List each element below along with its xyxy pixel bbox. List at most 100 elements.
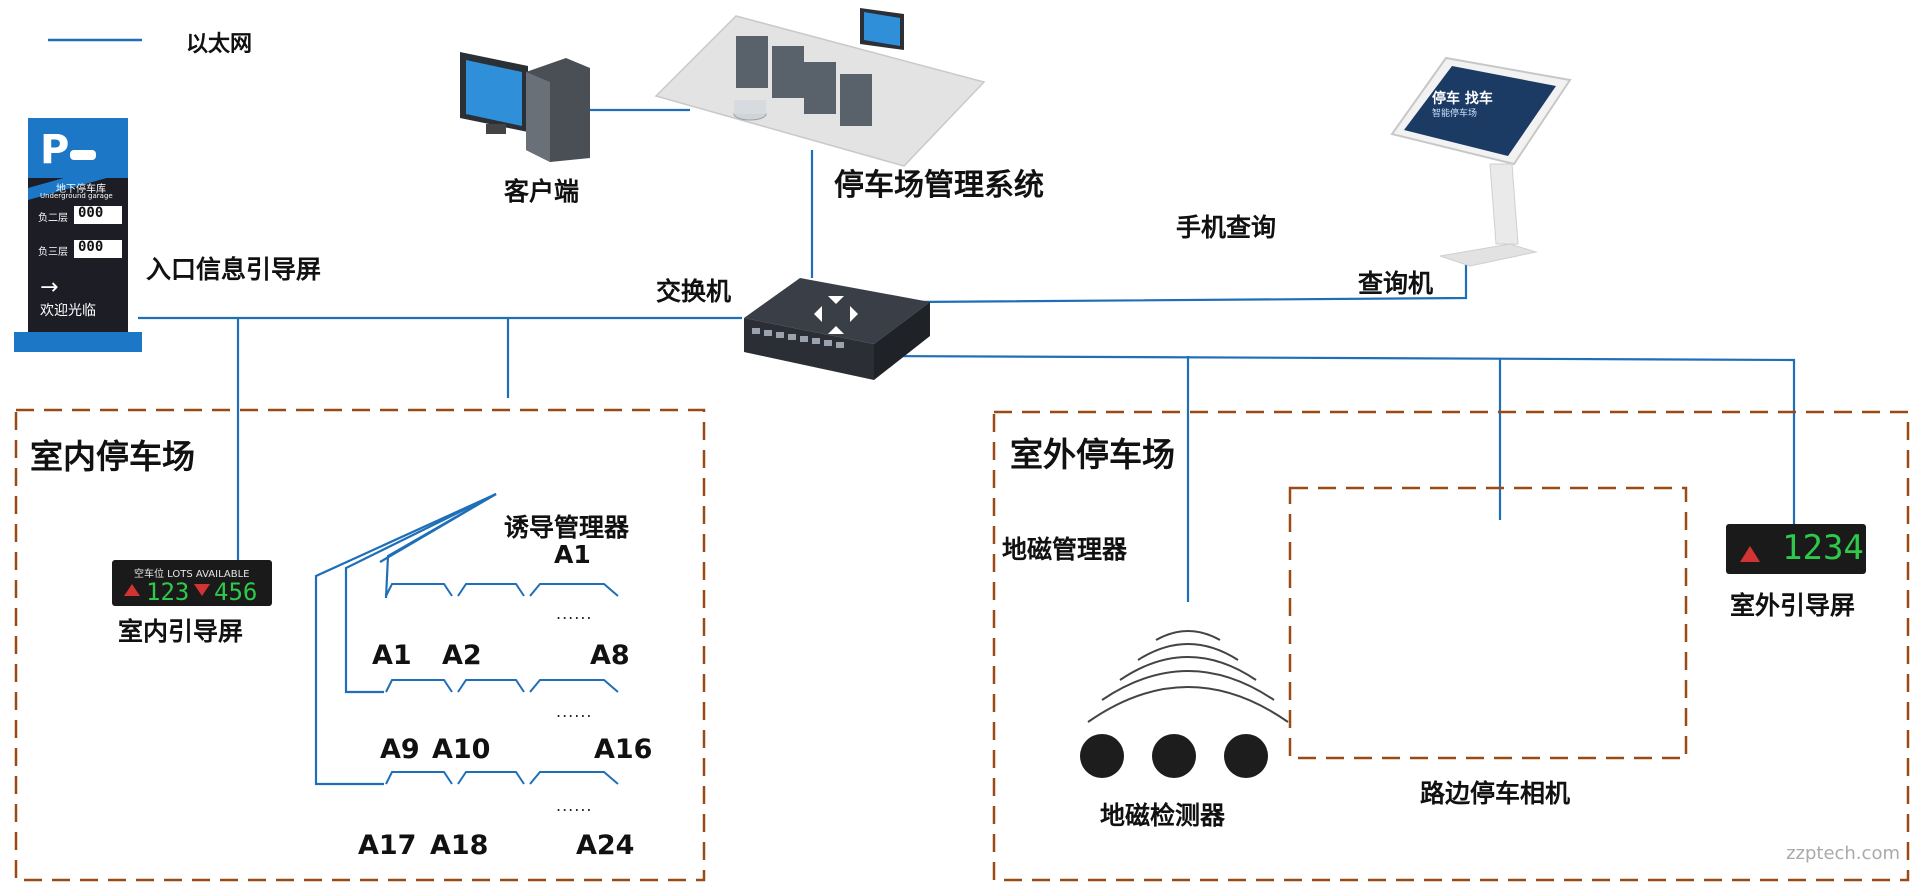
management-platform	[654, 8, 986, 167]
link-guidance-row2	[344, 493, 497, 694]
server-icon-3	[804, 62, 836, 114]
legend-ethernet-label: 以太网	[186, 32, 253, 57]
slot-label-a16: A16	[594, 734, 653, 765]
entry-sign-title-cn: 地下停车库	[56, 184, 106, 195]
slot-label-a1: A1	[372, 640, 412, 671]
entry-sign-p-symbol: P	[40, 127, 69, 173]
slot-outline-a8	[529, 583, 619, 597]
slot-outline-a1	[385, 583, 453, 597]
admin-monitor-screen	[864, 12, 900, 46]
outdoor-zone-border	[992, 410, 1910, 882]
slot-outline-a24	[529, 771, 619, 785]
switch-ports	[752, 328, 844, 348]
slot-label-a10: A10	[432, 734, 491, 765]
client-label: 客户端	[504, 177, 580, 206]
geomag-detector-icons	[1080, 734, 1268, 778]
floor-counter-2	[74, 240, 122, 258]
indoor-guide-value-2: 456	[214, 578, 258, 606]
switch-label: 交换机	[656, 277, 732, 306]
management-system-label: 停车场管理系统	[834, 168, 1044, 203]
arrow-down-icon	[194, 584, 210, 596]
server-rack-icons	[736, 36, 872, 126]
link-switch-outdoor-bus	[879, 354, 1796, 525]
monitor-screen	[466, 60, 522, 126]
roadside-camera-label: 路边停车相机	[1420, 779, 1571, 808]
database-body	[734, 100, 766, 114]
pc-tower-front	[526, 72, 550, 162]
detector-icon-3	[1224, 734, 1268, 778]
entry-screen-label: 入口信息引导屏	[146, 255, 322, 284]
kiosk-screen-text-1: 停车 找车	[1432, 91, 1493, 107]
outdoor-arrow-up-icon	[1740, 546, 1760, 562]
slot-label-a18: A18	[430, 830, 489, 861]
slot-label-a8: A8	[590, 640, 630, 671]
outdoor-guide-body	[1726, 524, 1866, 574]
outdoor-guide-screen	[1726, 524, 1866, 574]
entry-floor-label-2: 负三层	[38, 247, 68, 258]
geomag-manager-label: 地磁管理器	[1002, 535, 1128, 564]
link-guidance-mid	[379, 493, 497, 563]
slot-outline-a9	[385, 679, 453, 693]
slot-label-a24: A24	[576, 830, 635, 861]
mobile-query-label: 手机查询	[1176, 213, 1277, 242]
arrow-up-icon	[124, 584, 140, 596]
kiosk-stand	[1489, 163, 1519, 245]
geomag-detector-label: 地磁检测器	[1100, 801, 1226, 830]
indoor-zone-border	[14, 408, 706, 882]
slot-ellipsis-row3: ......	[556, 796, 593, 815]
slot-outline-a2	[457, 583, 525, 597]
entry-floor-count-1: 000	[78, 205, 104, 221]
slot-ellipsis-row2: ......	[556, 702, 593, 721]
geomag-waves-icon	[1087, 630, 1289, 723]
server-icon-1	[736, 36, 768, 88]
link-guidance-row1	[384, 493, 497, 599]
roadside-camera-zone	[1288, 486, 1688, 760]
indoor-guide-header: 空车位 LOTS AVAILABLE	[134, 569, 250, 580]
link-switch-kiosk	[911, 262, 1468, 304]
slot-label-a9: A9	[380, 734, 420, 765]
entry-sign-title-en: Underground garage	[40, 192, 113, 200]
entry-sign-blue-base	[14, 332, 142, 352]
guidance-manager-sub: A1	[554, 540, 591, 569]
kiosk-screen-text-2: 智能停车场	[1432, 109, 1478, 119]
guidance-manager-label: 诱导管理器	[504, 513, 630, 542]
slot-label-a17: A17	[358, 830, 417, 861]
query-kiosk	[1390, 56, 1572, 267]
switch-arrows-icon	[814, 296, 858, 334]
slot-label-a2: A2	[442, 640, 482, 671]
indoor-guide-screen	[112, 560, 272, 606]
network-switch	[744, 278, 930, 380]
indoor-guide-body	[112, 560, 272, 606]
outdoor-zone-label: 室外停车场	[1010, 435, 1175, 474]
entry-sign: P →	[14, 118, 142, 352]
outdoor-guide-value: 1234	[1782, 528, 1864, 568]
outdoor-guide-label: 室外引导屏	[1730, 591, 1856, 620]
watermark: zzptech.com	[1786, 843, 1900, 864]
slot-ellipsis-row1: ......	[556, 604, 593, 623]
entry-floor-count-2: 000	[78, 239, 104, 255]
entry-welcome-text: 欢迎光临	[40, 303, 96, 319]
kiosk-base	[1439, 243, 1538, 267]
slot-outline-a18	[457, 771, 525, 785]
entry-sign-blue-stripe	[28, 160, 128, 200]
switch-top	[744, 278, 930, 344]
client-pc	[460, 52, 590, 162]
server-icon-4	[840, 74, 872, 126]
monitor-stand	[486, 124, 506, 134]
entry-floor-label-1: 负二层	[38, 213, 68, 224]
link-guidance-row3	[314, 492, 497, 786]
switch-side	[874, 302, 930, 380]
floor-counter-1	[74, 206, 122, 224]
indoor-guide-label: 室内引导屏	[118, 617, 244, 646]
kiosk-screen	[1404, 66, 1556, 156]
detector-icon-1	[1080, 734, 1124, 778]
kiosk-label: 查询机	[1358, 269, 1434, 298]
indoor-zone-label: 室内停车场	[30, 437, 195, 476]
slot-outline-a16	[529, 679, 619, 693]
indoor-guide-value-1: 123	[146, 578, 190, 606]
car-icon	[70, 150, 96, 160]
arrow-right-icon: →	[40, 275, 58, 300]
server-icon-2	[772, 46, 804, 98]
ethernet-lines	[138, 108, 1796, 786]
